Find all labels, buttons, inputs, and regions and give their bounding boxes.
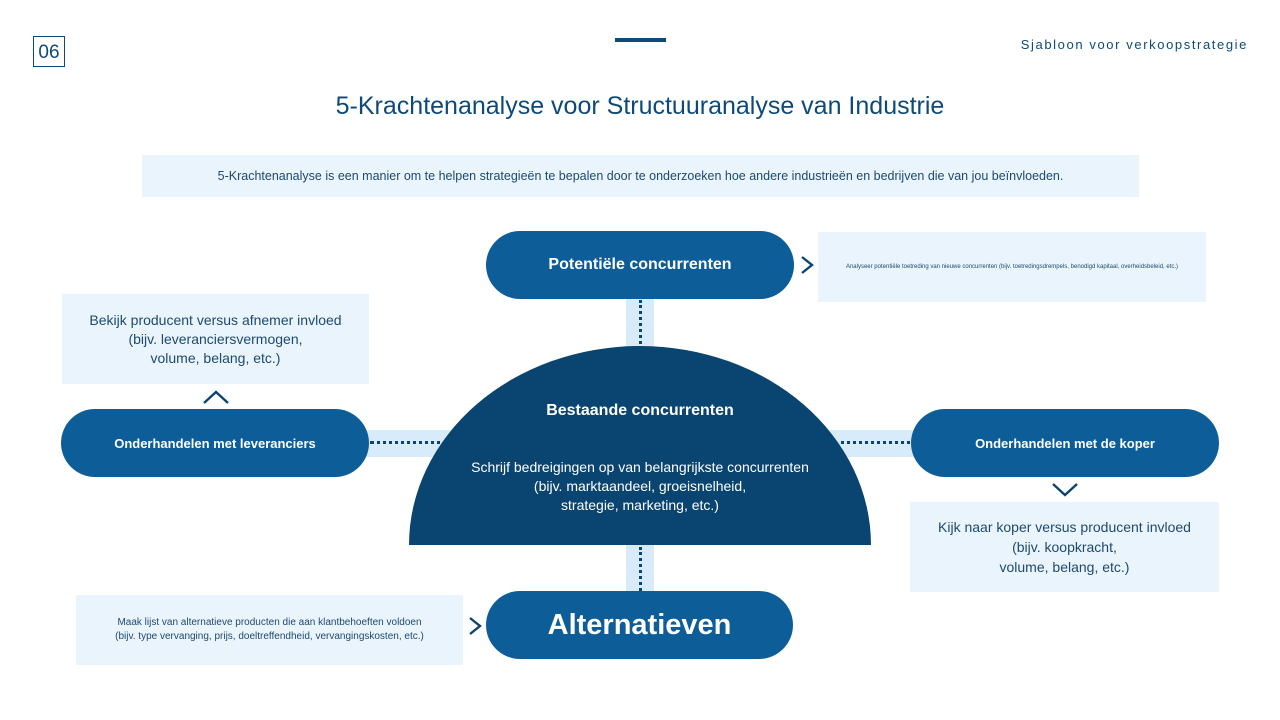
pill-potential-competitors: Potentiële concurrenten bbox=[486, 231, 794, 299]
note-alternatives-line-2: (bijv. type vervanging, prijs, doeltreff… bbox=[115, 631, 424, 642]
chevron-down-icon bbox=[1052, 483, 1078, 497]
note-suppliers-line-3: volume, belang, etc.) bbox=[150, 349, 281, 366]
dotted-line-left bbox=[370, 441, 448, 444]
top-accent-bar bbox=[615, 38, 666, 42]
chevron-up-icon bbox=[203, 390, 229, 404]
pill-suppliers-label: Onderhandelen met leveranciers bbox=[114, 435, 316, 451]
note-potential-competitors: Analyseer potentiële toetreding van nieu… bbox=[818, 232, 1206, 302]
pill-suppliers: Onderhandelen met leveranciers bbox=[61, 409, 369, 477]
pill-alternatives: Alternatieven bbox=[486, 591, 793, 659]
pill-potential-label: Potentiële concurrenten bbox=[548, 256, 732, 273]
pill-alternatives-label: Alternatieven bbox=[547, 608, 732, 641]
dome-body: Schrijf bedreigingen op van belangrijkst… bbox=[409, 458, 871, 515]
note-suppliers-line-1: Bekijk producent versus afnemer invloed bbox=[89, 311, 342, 328]
brand-label: Sjabloon voor verkoopstrategie bbox=[1020, 37, 1248, 52]
note-buyer: Kijk naar koper versus producent invloed… bbox=[910, 502, 1219, 592]
dome-line-1: Schrijf bedreigingen op van belangrijkst… bbox=[471, 459, 809, 475]
page-number: 06 bbox=[33, 36, 65, 67]
intro-text: 5-Krachtenanalyse is een manier om te he… bbox=[217, 169, 1064, 183]
dome-title: Bestaande concurrenten bbox=[546, 402, 734, 419]
note-alternatives: Maak lijst van alternatieve producten di… bbox=[76, 595, 463, 665]
pill-buyer-label: Onderhandelen met de koper bbox=[975, 435, 1155, 451]
note-potential-text: Analyseer potentiële toetreding van nieu… bbox=[845, 264, 1179, 270]
note-alternatives-line-1: Maak lijst van alternatieve producten di… bbox=[117, 617, 422, 628]
dome-line-2: (bijv. marktaandeel, groeisnelheid, bbox=[533, 478, 747, 494]
pill-buyer: Onderhandelen met de koper bbox=[911, 409, 1219, 477]
chevron-right-icon bbox=[469, 617, 482, 635]
dotted-line-bottom bbox=[639, 547, 642, 591]
dome-existing-competitors bbox=[409, 346, 871, 545]
note-suppliers-line-2: (bijv. leveranciersvermogen, bbox=[128, 330, 303, 347]
chevron-right-icon bbox=[801, 256, 814, 274]
dotted-line-top bbox=[639, 300, 642, 344]
note-buyer-line-3: volume, belang, etc.) bbox=[999, 559, 1130, 575]
note-buyer-line-2: (bijv. koopkracht, bbox=[1012, 539, 1117, 555]
note-suppliers: Bekijk producent versus afnemer invloed … bbox=[62, 294, 369, 384]
intro-box: 5-Krachtenanalyse is een manier om te he… bbox=[142, 155, 1139, 197]
note-buyer-line-1: Kijk naar koper versus producent invloed bbox=[938, 519, 1191, 535]
dome-line-3: strategie, marketing, etc.) bbox=[561, 497, 719, 513]
page-title: 5-Krachtenanalyse voor Structuuranalyse … bbox=[335, 92, 945, 120]
dotted-line-right bbox=[834, 441, 910, 444]
